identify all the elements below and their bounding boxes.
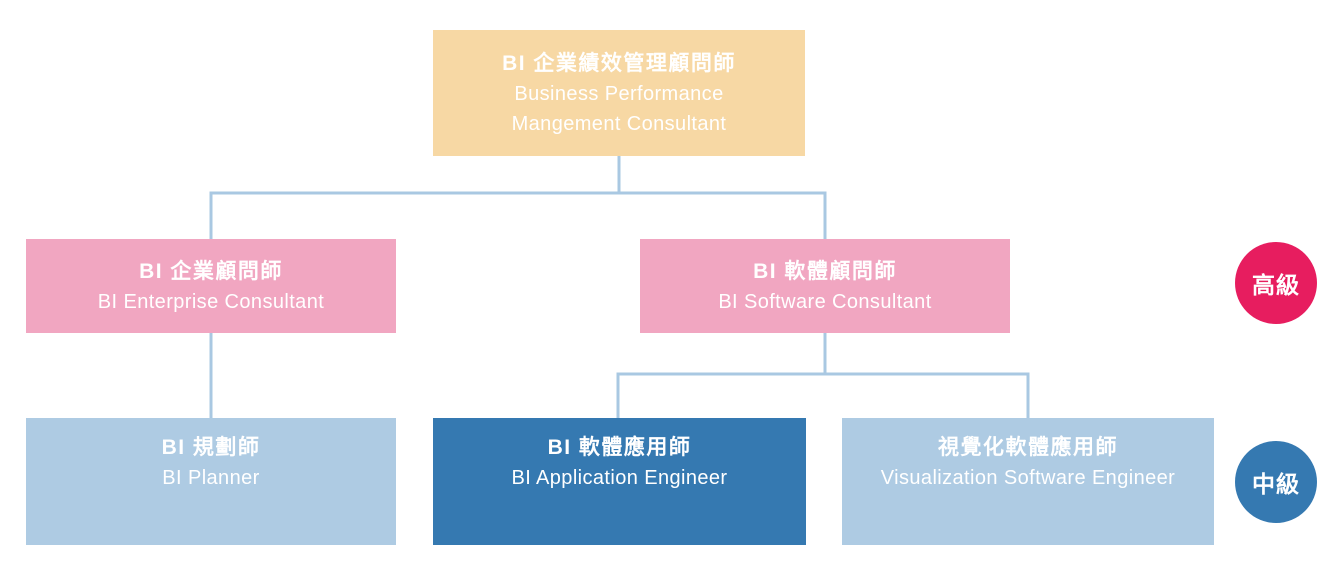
node-software-consultant: BI 軟體顧問師 BI Software Consultant [640,239,1010,333]
level-badge-advanced: 高級 [1235,242,1317,324]
node-enterprise-consultant: BI 企業顧問師 BI Enterprise Consultant [26,239,396,333]
node-software-consultant-title-zh: BI 軟體顧問師 [753,259,897,283]
node-bpm-consultant: BI 企業績效管理顧問師 Business Performance Mangem… [433,30,805,156]
level-badge-intermediate: 中級 [1235,441,1317,523]
node-bi-planner-title-en: BI Planner [162,467,260,489]
level-badge-intermediate-label: 中級 [1252,471,1300,497]
node-bpm-consultant-title-zh: BI 企業績效管理顧問師 [502,51,736,75]
node-application-engineer-title-zh: BI 軟體應用師 [547,436,692,459]
node-visualization-engineer-title-zh: 視覺化軟體應用師 [938,436,1118,459]
node-bi-planner: BI 規劃師 BI Planner [26,418,396,545]
node-visualization-engineer-title-en: Visualization Software Engineer [880,467,1176,489]
node-enterprise-consultant-title-zh: BI 企業顧問師 [139,259,283,283]
node-visualization-engineer: 視覺化軟體應用師 Visualization Software Engineer [842,418,1214,545]
node-application-engineer: BI 軟體應用師 BI Application Engineer [433,418,806,545]
node-software-consultant-title-en: BI Software Consultant [718,290,932,313]
node-bi-planner-title-zh: BI 規劃師 [161,436,261,459]
node-bpm-consultant-title-en: Business Performance Mangement Consultan… [511,82,727,135]
level-badge-advanced-label: 高級 [1252,272,1300,298]
node-enterprise-consultant-title-en: BI Enterprise Consultant [97,290,325,313]
node-application-engineer-title-en: BI Application Engineer [511,467,728,489]
